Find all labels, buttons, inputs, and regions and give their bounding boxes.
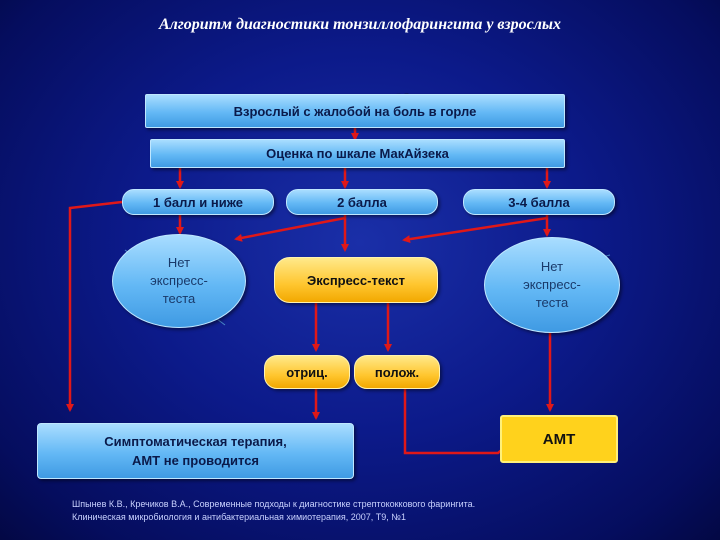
complaint-box: Взрослый с жалобой на боль в горле <box>145 94 565 128</box>
positive-label: полож. <box>374 364 420 380</box>
amt-label: АМТ <box>542 430 576 448</box>
score-high-pill: 3-4 балла <box>463 189 615 215</box>
score-mid-pill: 2 балла <box>286 189 438 215</box>
positive-result-box: полож. <box>354 355 440 389</box>
therapy-box: Симптоматическая терапия, АМТ не проводи… <box>37 423 354 479</box>
negative-label: отриц. <box>286 364 328 380</box>
therapy-line1: Симптоматическая терапия, <box>104 434 287 449</box>
reference-line1: Шпынев К.В., Кречиков В.А., Современные … <box>72 499 476 509</box>
no-test-right-line3: теста <box>535 295 569 310</box>
negative-result-box: отриц. <box>264 355 350 389</box>
arrow-high-express <box>402 216 548 244</box>
reference-line2: Клиническая микробиология и антибактериа… <box>72 512 406 522</box>
no-test-left-line3: теста <box>162 291 196 306</box>
score-low-pill: 1 балл и ниже <box>122 189 274 215</box>
arrow-low-therapy <box>66 200 123 412</box>
complaint-label: Взрослый с жалобой на боль в горле <box>233 103 477 119</box>
no-test-right-line1: Нет <box>540 259 564 274</box>
amt-box: АМТ <box>500 415 618 463</box>
no-test-left-line2: экспресс- <box>150 273 208 288</box>
no-test-right-oval: Нет экспресс- теста <box>484 237 620 333</box>
no-test-right-line2: экспресс- <box>523 277 581 292</box>
arrow-mid-oval-left <box>234 216 346 242</box>
no-test-left-oval: Нет экспресс- теста <box>112 234 246 328</box>
reference-citation: Шпынев К.В., Кречиков В.А., Современные … <box>72 498 692 524</box>
score-mid-label: 2 балла <box>337 194 387 210</box>
diagram-title: Алгоритм диагностики тонзиллофарингита у… <box>158 16 562 33</box>
no-test-left-line1: Нет <box>167 255 191 270</box>
score-low-label: 1 балл и ниже <box>153 194 243 210</box>
therapy-line2: АМТ не проводится <box>131 453 260 468</box>
score-high-label: 3-4 балла <box>508 194 570 210</box>
express-test-box: Экспресс-текст <box>274 257 438 303</box>
express-test-label: Экспресс-текст <box>307 272 405 288</box>
assessment-box: Оценка по шкале МакАйзека <box>150 139 565 168</box>
assessment-label: Оценка по шкале МакАйзека <box>266 146 449 161</box>
